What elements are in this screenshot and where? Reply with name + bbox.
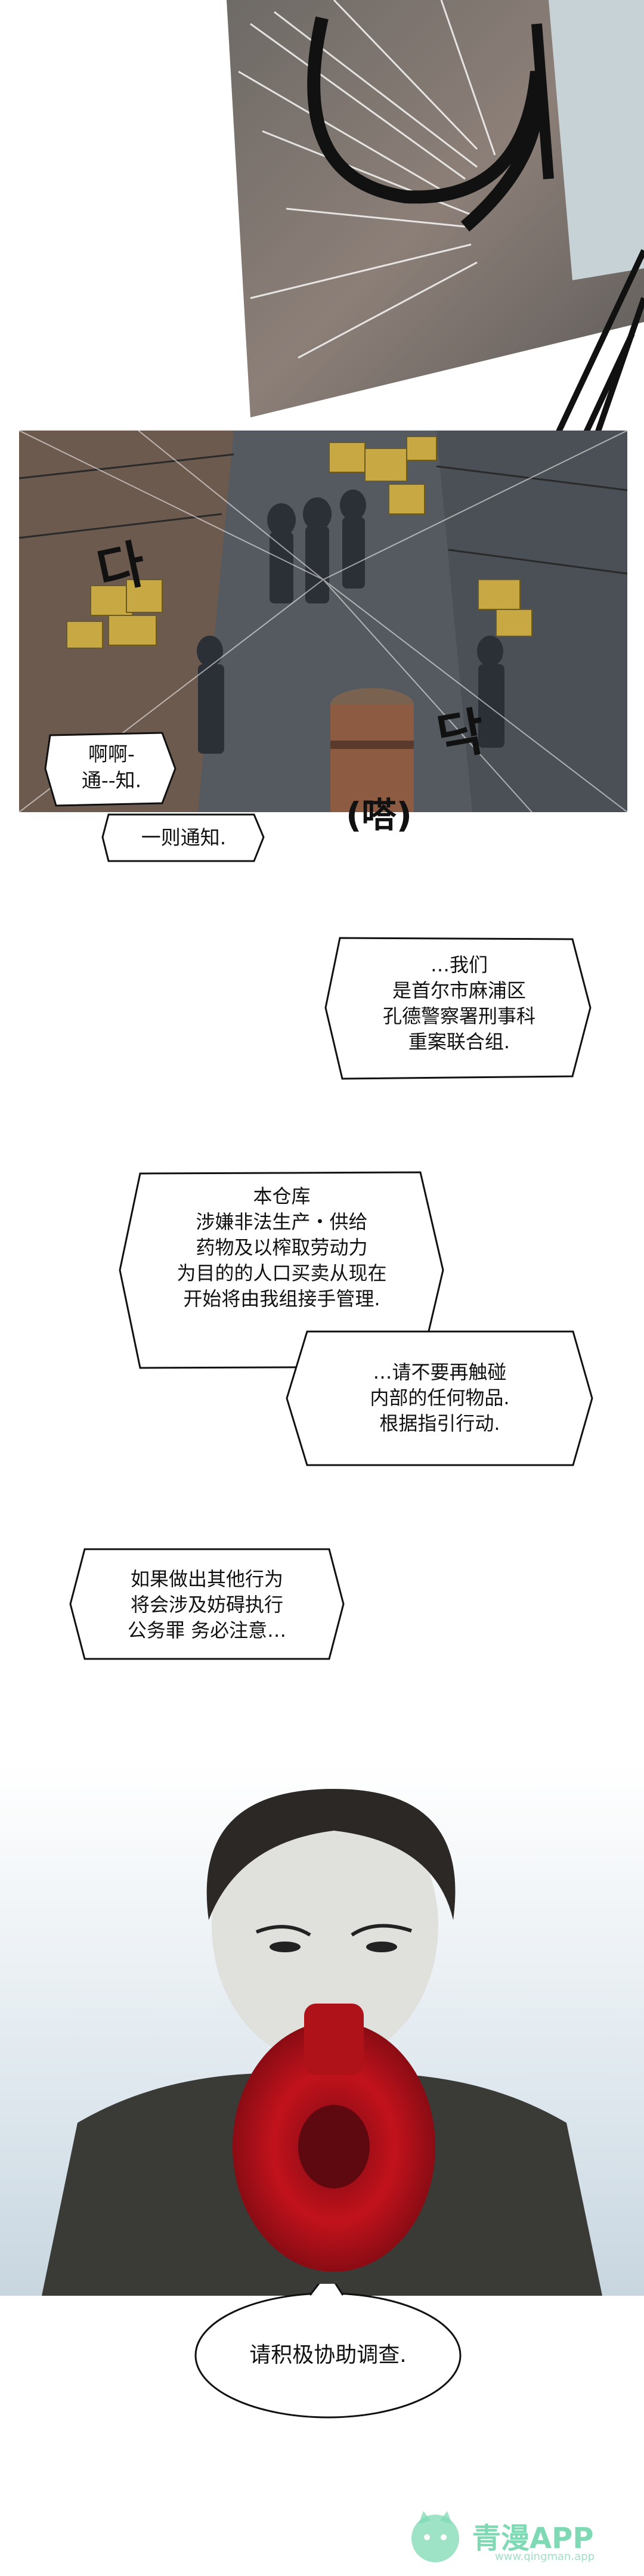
- cat-mascot-icon: [411, 2511, 459, 2562]
- radio-bubble-2-shape: [101, 813, 265, 862]
- speed-lines-panel: [227, 0, 644, 471]
- warehouse-raid-panel: 다 닥: [19, 431, 627, 812]
- radio-bubble-1-text: 啊啊- 通--知.: [81, 742, 142, 792]
- caption-3-shape: [286, 1330, 593, 1466]
- final-bubble-text: 请积极协助调查.: [249, 2343, 407, 2367]
- watermark-brand: 青漫APP: [472, 2522, 594, 2555]
- warehouse-scene: [19, 431, 627, 812]
- sound-paren-text: (嗒): [346, 795, 413, 835]
- caption-4-shape: [69, 1548, 345, 1660]
- radio-bubble-2-text: 一则通知.: [141, 826, 227, 849]
- caption-3-text: …请不要再触碰 内部的任何物品. 根据指引行动.: [370, 1361, 510, 1435]
- watermark: 青漫APP www.qingman.app: [405, 2507, 632, 2567]
- watermark-url: www.qingman.app: [495, 2550, 595, 2563]
- caption-1-text: …我们 是首尔市麻浦区 孔德警察署刑事科 重案联合组.: [382, 953, 535, 1053]
- radio-bubble-1-shape: [44, 732, 177, 807]
- megaphone-character-panel: [0, 1765, 644, 2296]
- caption-1-shape: [324, 937, 592, 1080]
- final-bubble-shape: [194, 2284, 462, 2419]
- caption-4-text: 如果做出其他行为 将会涉及妨碍执行 公务罪 务必注意…: [127, 1568, 287, 1642]
- caption-2-text: 本仓库 涉嫌非法生产・供给 药物及以榨取劳动力 为目的的人口买卖从现在 开始将由…: [177, 1185, 387, 1310]
